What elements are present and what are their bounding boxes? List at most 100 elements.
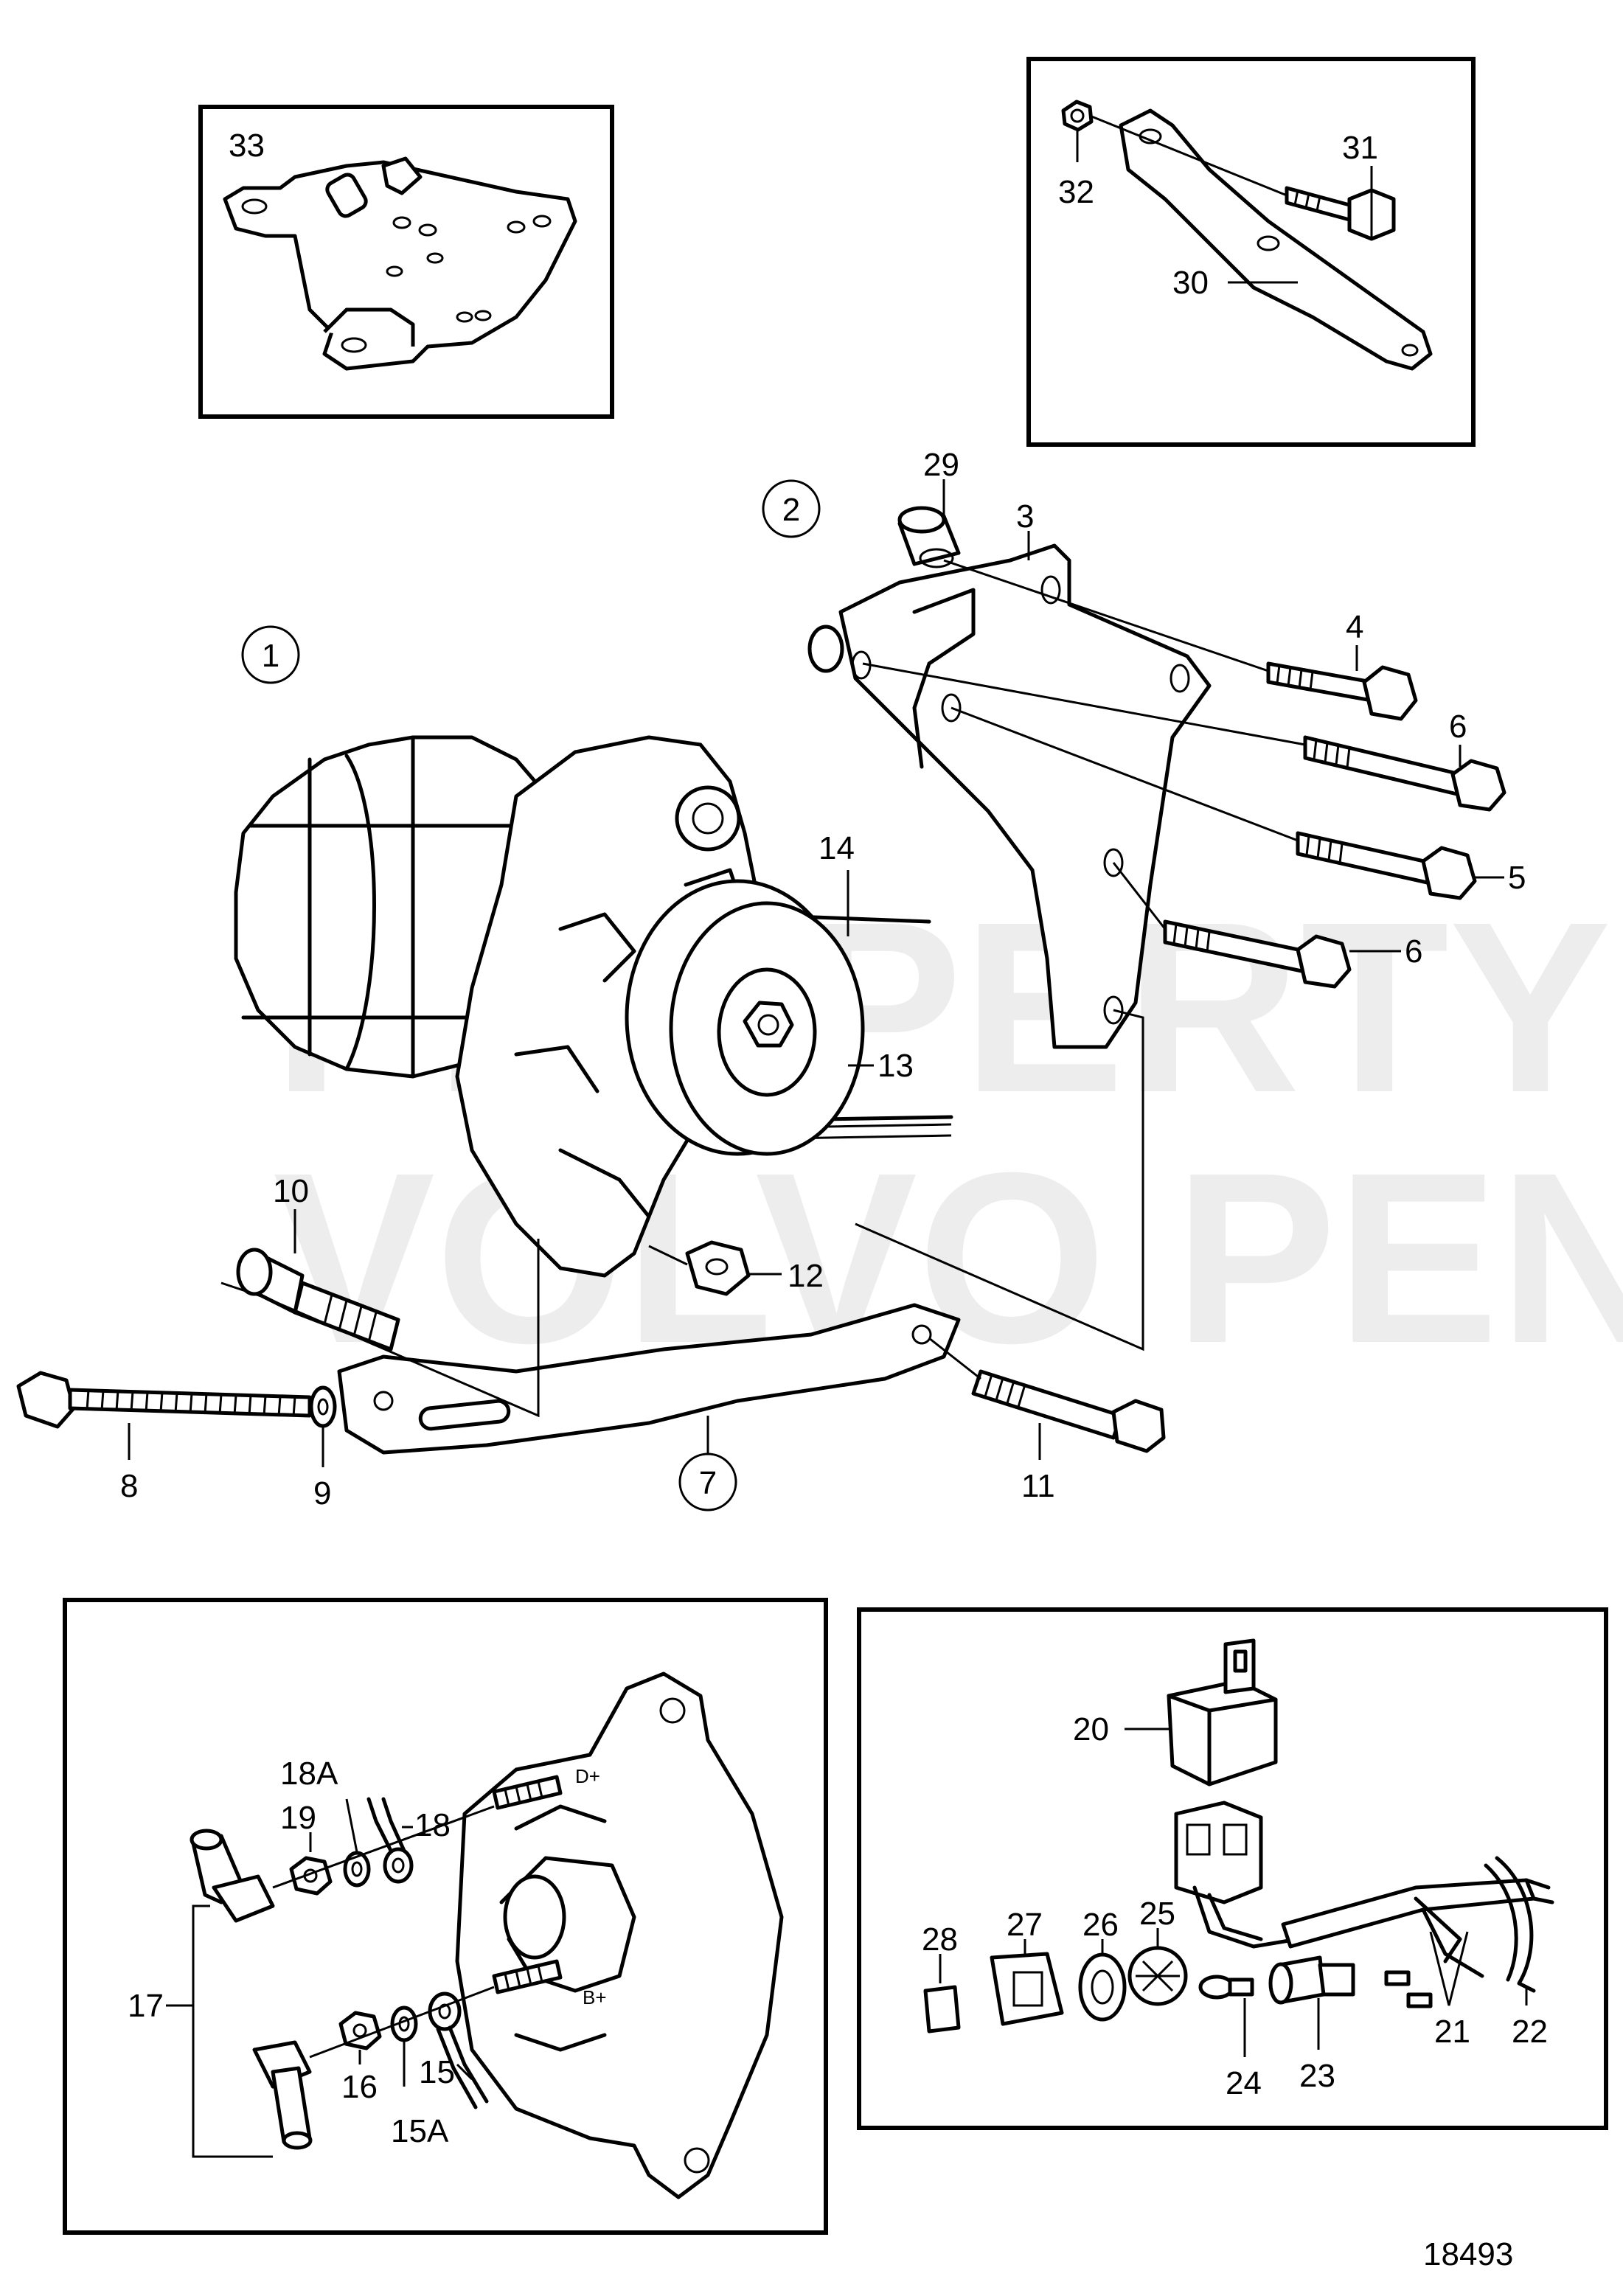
callout-18: 18 (414, 1807, 451, 1843)
callout-21: 21 (1434, 2014, 1470, 2050)
part-30-arm (1119, 108, 1433, 371)
part-5-bolt (1296, 831, 1477, 900)
main-assembly: 1 2 (16, 447, 1526, 1511)
callout-3: 3 (1016, 498, 1034, 535)
callout-23: 23 (1299, 2058, 1335, 2094)
leader-18a (345, 1798, 358, 1853)
leader-21 (1429, 1931, 1469, 2006)
inset-plate-33: 33 (198, 105, 614, 419)
callout-2: 2 (782, 492, 800, 528)
part-26-washer (1078, 1952, 1127, 2022)
callout-18a: 18A (280, 1756, 338, 1792)
part-17-cap-upper (190, 1829, 275, 1923)
part-22-grommet (1484, 1856, 1536, 1993)
part-24-bulb (1198, 1975, 1254, 2000)
part-31-bolt (1285, 186, 1396, 241)
callout-5: 5 (1508, 860, 1526, 896)
callout-25: 25 (1139, 1896, 1175, 1932)
part-18-terminal (366, 1797, 414, 1884)
callout-19: 19 (280, 1800, 316, 1836)
part-21-harness (1281, 1878, 1554, 2008)
part-8-bolt (16, 1371, 312, 1429)
part-13-pulley (625, 879, 865, 1156)
part-25-clip (1127, 1946, 1188, 2006)
terminal-stud-upper (492, 1775, 563, 1810)
part-10-sleeve (236, 1248, 400, 1351)
leader-upper-axis (272, 1805, 495, 1889)
callout-4: 4 (1346, 609, 1363, 645)
part-33-plate (223, 156, 577, 371)
part-23-lamp-holder (1268, 1955, 1355, 2005)
relay-socket (1174, 1801, 1300, 1949)
callout-27: 27 (1007, 1907, 1043, 1943)
part-9-washer (309, 1385, 337, 1428)
part-17-cap-lower (252, 2040, 313, 2150)
alternator-body (234, 735, 769, 1278)
part-27-lens-holder (990, 1952, 1064, 2026)
callout-6-upper: 6 (1449, 709, 1467, 745)
leader-12-axis (648, 1245, 688, 1266)
part-12-nut (685, 1240, 751, 1296)
leader-axis-5 (950, 706, 1299, 842)
part-18a-washer (343, 1851, 371, 1888)
leader-15 (456, 2063, 473, 2081)
callout-14: 14 (819, 830, 855, 866)
callout-30: 30 (1172, 265, 1209, 301)
callout-20: 20 (1073, 1711, 1109, 1747)
terminal-mark-b-plus: B+ (583, 1986, 607, 2008)
part-7-adjusting-bar (337, 1303, 961, 1455)
inset-support-arm-30: 32 31 30 (1026, 57, 1476, 447)
callout-17: 17 (128, 1988, 164, 2024)
callout-32: 32 (1058, 174, 1094, 210)
callout-1: 1 (262, 638, 279, 674)
part-6-bolt-upper (1303, 735, 1506, 812)
callout-24: 24 (1226, 2065, 1262, 2101)
inset-box-relay (857, 1607, 1608, 2130)
part-29-spacer (897, 506, 961, 568)
inset-box-30 (1026, 57, 1476, 447)
leader-axis-4 (943, 559, 1269, 672)
terminal-stud-lower (492, 1959, 563, 1994)
part-3-bracket (807, 543, 1212, 1049)
callout-29: 29 (923, 447, 959, 483)
part-15a-washer (390, 2005, 418, 2042)
leader-axis-6b (1112, 862, 1167, 930)
terminal-mark-d-plus: D+ (575, 1765, 600, 1787)
part-28-lens (923, 1985, 961, 2034)
alternator-rear-housing (455, 1671, 784, 2199)
leader-11-axis (928, 1337, 981, 1380)
inset-box-33 (198, 105, 614, 419)
part-19-nut (289, 1856, 333, 1896)
callout-33: 33 (229, 128, 265, 164)
inset-terminals: D+ B+ (63, 1598, 828, 2235)
callout-8: 8 (120, 1468, 138, 1504)
part-4-bolt (1266, 661, 1418, 721)
inset-relay-lamp: 20 21 22 23 24 25 26 27 28 (857, 1607, 1608, 2130)
circle-ref-1 (241, 625, 300, 684)
callout-15a: 15A (391, 2113, 449, 2149)
leader-32-31 (1089, 114, 1287, 197)
callout-22: 22 (1512, 2014, 1548, 2050)
leader-17-bracket (192, 1904, 273, 2158)
callout-7: 7 (699, 1465, 717, 1501)
inset-box-terminals (63, 1598, 828, 2235)
drawing-number: 18493 (1423, 2236, 1513, 2272)
part-6-bolt-lower (1163, 919, 1352, 989)
part-20-relay (1167, 1638, 1278, 1787)
callout-31: 31 (1342, 130, 1378, 166)
callout-9: 9 (313, 1475, 331, 1511)
callout-11: 11 (1021, 1468, 1055, 1504)
leader-lower-axis (309, 1986, 495, 2059)
callout-16: 16 (341, 2069, 378, 2105)
leader-10-axis (220, 1239, 540, 1418)
leader-axis-6a (862, 662, 1306, 746)
callout-13: 13 (877, 1048, 914, 1084)
callout-28: 28 (922, 1921, 958, 1958)
callout-12: 12 (788, 1258, 824, 1294)
leader-axis-bracket (855, 1009, 1144, 1351)
callout-10: 10 (273, 1173, 309, 1209)
part-11-bolt (971, 1369, 1166, 1453)
part-32-nut (1061, 100, 1094, 132)
callout-6-lower: 6 (1405, 933, 1422, 970)
